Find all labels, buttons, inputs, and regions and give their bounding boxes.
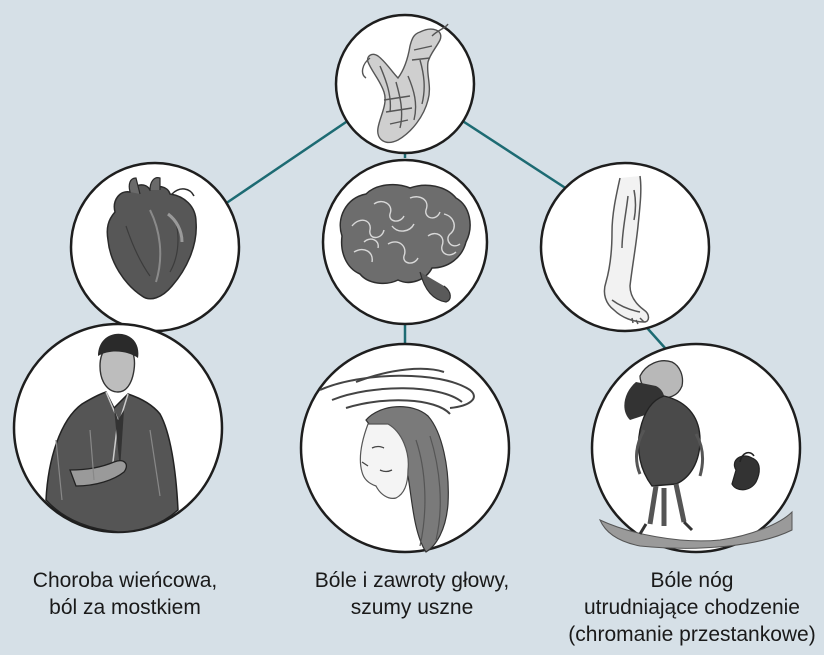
node-woman — [301, 344, 509, 552]
label-coronary-disease-line-1: Choroba wieńcowa, — [10, 567, 240, 594]
label-headache-dizziness-line-1: Bóle i zawroty głowy, — [285, 567, 539, 594]
node-elder — [592, 344, 800, 552]
label-headache-dizziness: Bóle i zawroty głowy, szumy uszne — [285, 567, 539, 621]
label-leg-pain-line-1: Bóle nóg — [560, 567, 824, 594]
label-leg-pain: Bóle nóg utrudniające chodzenie (chroman… — [560, 567, 824, 648]
node-leg — [541, 163, 709, 331]
connector-root-heart — [225, 118, 352, 204]
node-heart — [71, 163, 239, 331]
label-coronary-disease: Choroba wieńcowa, ból za mostkiem — [10, 567, 240, 621]
label-headache-dizziness-line-2: szumy uszne — [285, 594, 539, 621]
label-leg-pain-line-3: (chromanie przestankowe) — [560, 621, 824, 648]
label-leg-pain-line-2: utrudniające chodzenie — [560, 594, 824, 621]
node-brain — [323, 160, 487, 324]
node-artery — [336, 15, 474, 153]
node-man — [14, 324, 222, 532]
label-coronary-disease-line-2: ból za mostkiem — [10, 594, 240, 621]
